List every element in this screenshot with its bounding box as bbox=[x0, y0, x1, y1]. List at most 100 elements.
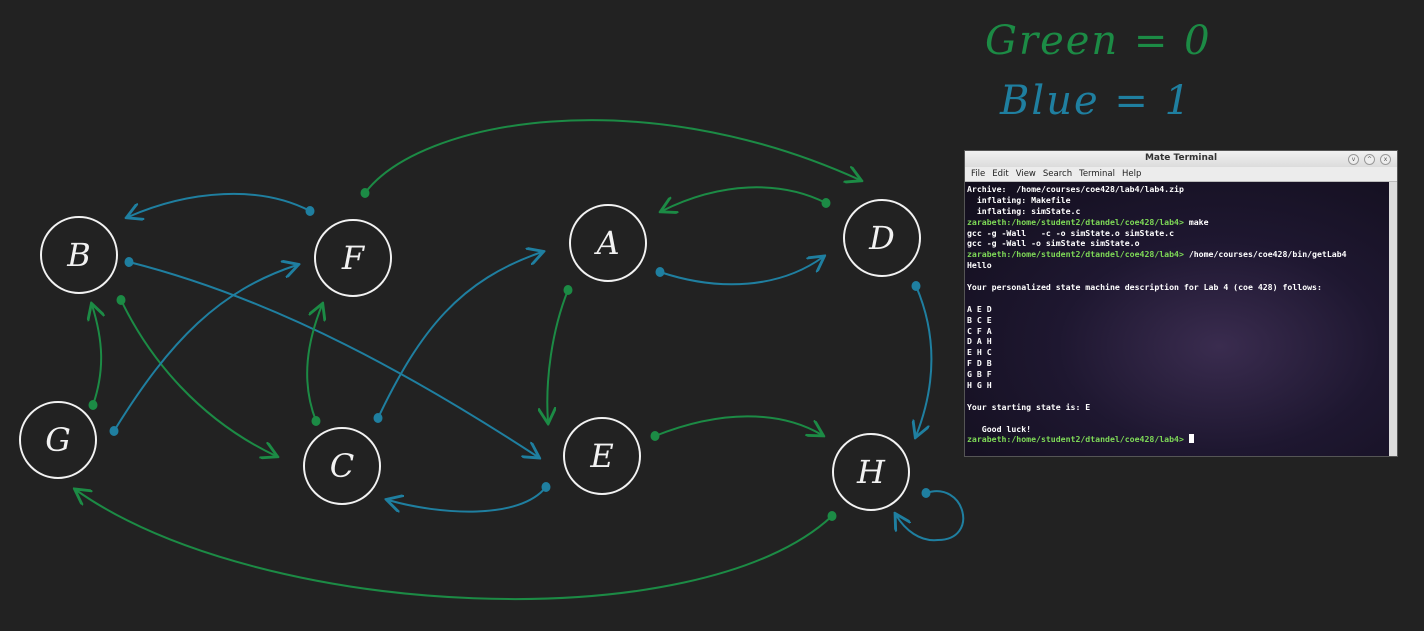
terminal-text: make bbox=[1183, 216, 1209, 227]
transition-h-to-h bbox=[896, 490, 965, 542]
state-label: D bbox=[868, 219, 895, 257]
transition-a-to-e bbox=[547, 289, 569, 422]
transition-start-dot bbox=[360, 188, 370, 198]
terminal-current-line[interactable]: zarabeth:/home/student2/dtandel/coe428/l… bbox=[967, 434, 1387, 445]
state-node-g: G bbox=[19, 401, 97, 479]
legend-blue-label: Blue = 1 bbox=[1000, 78, 1193, 124]
terminal-text: G B F bbox=[967, 369, 992, 380]
state-circle bbox=[19, 401, 97, 479]
transition-g-to-f bbox=[113, 265, 297, 432]
transition-start-dot bbox=[655, 267, 665, 277]
state-circle bbox=[314, 219, 392, 297]
terminal-line: gcc -g -Wall -c -o simState.o simState.c bbox=[967, 228, 1387, 239]
transition-h-to-g bbox=[76, 490, 833, 600]
state-label: F bbox=[341, 239, 366, 277]
terminal-text: gcc -g -Wall -c -o simState.o simState.c bbox=[967, 227, 1175, 238]
terminal-line: E H C bbox=[967, 347, 1387, 358]
terminal-title: Mate Terminal bbox=[1144, 153, 1218, 163]
state-node-h: H bbox=[832, 433, 910, 511]
state-label: G bbox=[45, 421, 71, 459]
transition-start-dot bbox=[124, 257, 134, 267]
terminal-line: zarabeth:/home/student2/dtandel/coe428/l… bbox=[967, 217, 1387, 228]
terminal-line: A E D bbox=[967, 304, 1387, 315]
state-label: B bbox=[66, 236, 91, 274]
state-node-d: D bbox=[843, 199, 921, 277]
terminal-line: G B F bbox=[967, 369, 1387, 380]
state-circle bbox=[40, 216, 118, 294]
terminal-line: Good luck! bbox=[967, 424, 1387, 435]
terminal-text: Archive: /home/courses/coe428/lab4/lab4.… bbox=[967, 184, 1184, 194]
transition-start-dot bbox=[305, 206, 315, 216]
menu-item-edit[interactable]: Edit bbox=[992, 169, 1009, 179]
terminal-output[interactable]: Archive: /home/courses/coe428/lab4/lab4.… bbox=[965, 182, 1389, 456]
terminal-text: C F A bbox=[967, 325, 992, 336]
transition-d-to-a bbox=[662, 186, 827, 211]
shell-prompt: zarabeth:/home/student2/dtandel/coe428/l… bbox=[967, 249, 1184, 260]
menu-item-search[interactable]: Search bbox=[1042, 169, 1073, 179]
terminal-line: inflating: simState.c bbox=[967, 206, 1387, 217]
transition-a-to-d bbox=[659, 257, 823, 286]
state-node-c: C bbox=[303, 427, 381, 505]
terminal-text: Hello bbox=[967, 260, 992, 271]
terminal-text: H G H bbox=[967, 380, 992, 391]
transition-start-dot bbox=[921, 488, 931, 498]
terminal-text: Good luck! bbox=[967, 423, 1032, 434]
terminal-text: gcc -g -Wall -o simState simState.o bbox=[967, 238, 1140, 249]
terminal-line: Your starting state is: E bbox=[967, 402, 1387, 413]
terminal-text: /home/courses/coe428/bin/getLab4 bbox=[1183, 249, 1347, 260]
terminal-line: Your personalized state machine descript… bbox=[967, 282, 1387, 293]
terminal-line: F D B bbox=[967, 358, 1387, 369]
terminal-scrollbar[interactable] bbox=[1389, 182, 1397, 456]
terminal-line: ​ bbox=[967, 271, 1387, 282]
terminal-line: Hello bbox=[967, 260, 1387, 271]
terminal-window[interactable]: Mate Terminal v ^ x File Edit View Search Te… bbox=[965, 151, 1397, 456]
transition-start-dot bbox=[311, 416, 321, 426]
menu-item-file[interactable]: File bbox=[971, 169, 986, 179]
state-circle bbox=[832, 433, 910, 511]
terminal-titlebar[interactable]: Mate Terminal v ^ x bbox=[965, 151, 1397, 167]
state-label: C bbox=[330, 447, 354, 485]
terminal-line: D A H bbox=[967, 336, 1387, 347]
transition-start-dot bbox=[373, 413, 383, 423]
transition-start-dot bbox=[563, 285, 573, 295]
transition-c-to-f bbox=[306, 305, 322, 422]
maximize-button[interactable]: ^ bbox=[1364, 154, 1375, 165]
terminal-text: inflating: simState.c bbox=[967, 205, 1081, 216]
state-node-f: F bbox=[314, 219, 392, 297]
state-circle bbox=[843, 199, 921, 277]
transition-start-dot bbox=[116, 295, 126, 305]
terminal-text: A E D bbox=[967, 303, 992, 314]
terminal-line: ​ bbox=[967, 413, 1387, 424]
terminal-line: B C E bbox=[967, 315, 1387, 326]
transition-start-dot bbox=[650, 431, 660, 441]
transition-start-dot bbox=[827, 511, 837, 521]
terminal-text: F D B bbox=[967, 358, 992, 369]
legend-green-label: Green = 0 bbox=[985, 18, 1212, 64]
state-label: E bbox=[589, 437, 613, 475]
transition-start-dot bbox=[821, 198, 831, 208]
terminal-line: zarabeth:/home/student2/dtandel/coe428/l… bbox=[967, 249, 1387, 260]
terminal-line: Archive: /home/courses/coe428/lab4/lab4.… bbox=[967, 184, 1387, 195]
transition-start-dot bbox=[911, 281, 921, 291]
transition-f-to-d bbox=[364, 119, 860, 194]
terminal-menubar: File Edit View Search Terminal Help bbox=[965, 167, 1397, 182]
menu-item-view[interactable]: View bbox=[1015, 169, 1036, 179]
minimize-button[interactable]: v bbox=[1348, 154, 1359, 165]
menu-item-help[interactable]: Help bbox=[1122, 169, 1142, 179]
transition-b-to-e bbox=[128, 261, 538, 457]
transition-f-to-b bbox=[128, 192, 311, 217]
terminal-text: E H C bbox=[967, 347, 992, 358]
transition-start-dot bbox=[541, 482, 551, 492]
menu-item-terminal[interactable]: Terminal bbox=[1079, 169, 1115, 179]
state-circle bbox=[563, 417, 641, 495]
transition-start-dot bbox=[88, 400, 98, 410]
close-button[interactable]: x bbox=[1380, 154, 1391, 165]
transition-b-to-c bbox=[120, 299, 276, 456]
terminal-line: ​ bbox=[967, 391, 1387, 402]
terminal-line: ​ bbox=[967, 293, 1387, 304]
state-node-b: B bbox=[40, 216, 118, 294]
terminal-text: B C E bbox=[967, 314, 992, 325]
terminal-text: inflating: Makefile bbox=[967, 194, 1071, 205]
terminal-line: H G H bbox=[967, 380, 1387, 391]
shell-prompt: zarabeth:/home/student2/dtandel/coe428/l… bbox=[967, 434, 1189, 445]
